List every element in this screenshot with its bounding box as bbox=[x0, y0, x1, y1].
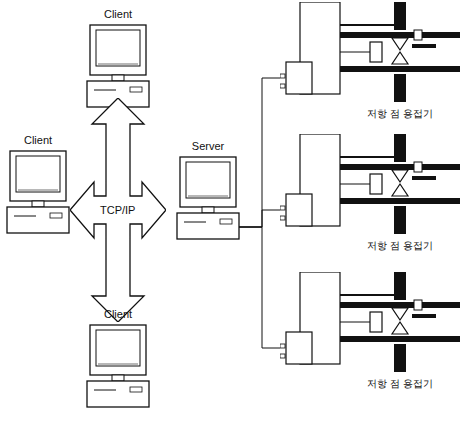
welder-illustration bbox=[280, 2, 460, 102]
welder-label: 저항 점 용접기 bbox=[367, 240, 433, 252]
computer-label: Client bbox=[86, 308, 150, 321]
signal-wire bbox=[239, 227, 280, 348]
computer-icon bbox=[176, 156, 240, 241]
computer-node: Client bbox=[86, 8, 150, 109]
welder-illustration bbox=[280, 272, 460, 372]
spot-welder: 저항 점 용접기 bbox=[280, 134, 460, 258]
computer-icon bbox=[86, 24, 150, 109]
computer-icon bbox=[6, 150, 70, 235]
signal-wire bbox=[239, 78, 280, 227]
computer-label: Server bbox=[176, 140, 240, 153]
welder-label: 저항 점 용접기 bbox=[367, 108, 433, 120]
protocol-label: TCP/IP bbox=[100, 204, 135, 217]
computer-node: Client bbox=[6, 134, 70, 235]
spot-welder: 저항 점 용접기 bbox=[280, 2, 460, 126]
welder-illustration bbox=[280, 134, 460, 234]
computer-icon bbox=[86, 324, 150, 409]
computer-label: Client bbox=[6, 134, 70, 147]
signal-wire bbox=[239, 210, 280, 227]
spot-welder: 저항 점 용접기 bbox=[280, 272, 460, 396]
computer-label: Client bbox=[86, 8, 150, 21]
computer-node: Client bbox=[86, 308, 150, 409]
computer-node: Server bbox=[176, 140, 240, 241]
four-way-arrow: TCP/IP bbox=[70, 98, 166, 322]
welder-label: 저항 점 용접기 bbox=[367, 378, 433, 390]
